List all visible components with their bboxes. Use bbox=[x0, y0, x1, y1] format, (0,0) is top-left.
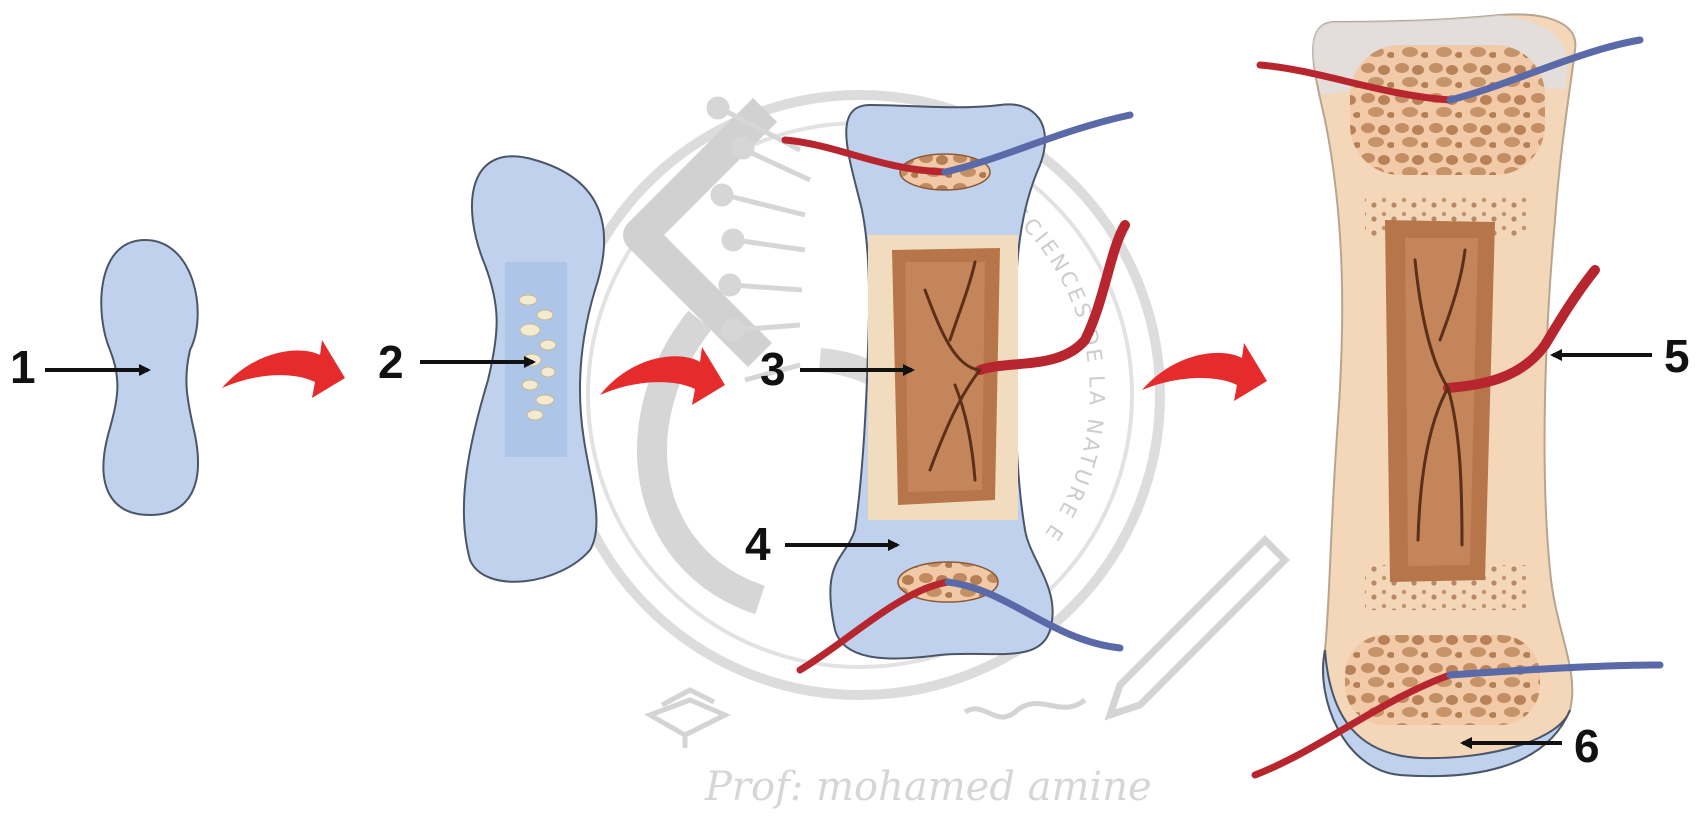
stage-1-cartilage-model bbox=[101, 240, 198, 515]
label-5-text: 5 bbox=[1664, 330, 1690, 382]
curved-red-arrow-icon bbox=[222, 340, 345, 398]
watermark-author: Prof: mohamed amine bbox=[704, 764, 1152, 810]
label-4-text: 4 bbox=[745, 518, 771, 570]
book-icon bbox=[650, 690, 725, 748]
label-5: 5 bbox=[1553, 330, 1690, 382]
stage-4-mature-bone bbox=[1255, 14, 1660, 776]
label-3-text: 3 bbox=[760, 343, 786, 395]
label-1-text: 1 bbox=[10, 341, 36, 393]
label-6-text: 6 bbox=[1574, 720, 1600, 772]
label-2-text: 2 bbox=[378, 336, 404, 388]
stage-2-bone-collar bbox=[464, 156, 604, 581]
